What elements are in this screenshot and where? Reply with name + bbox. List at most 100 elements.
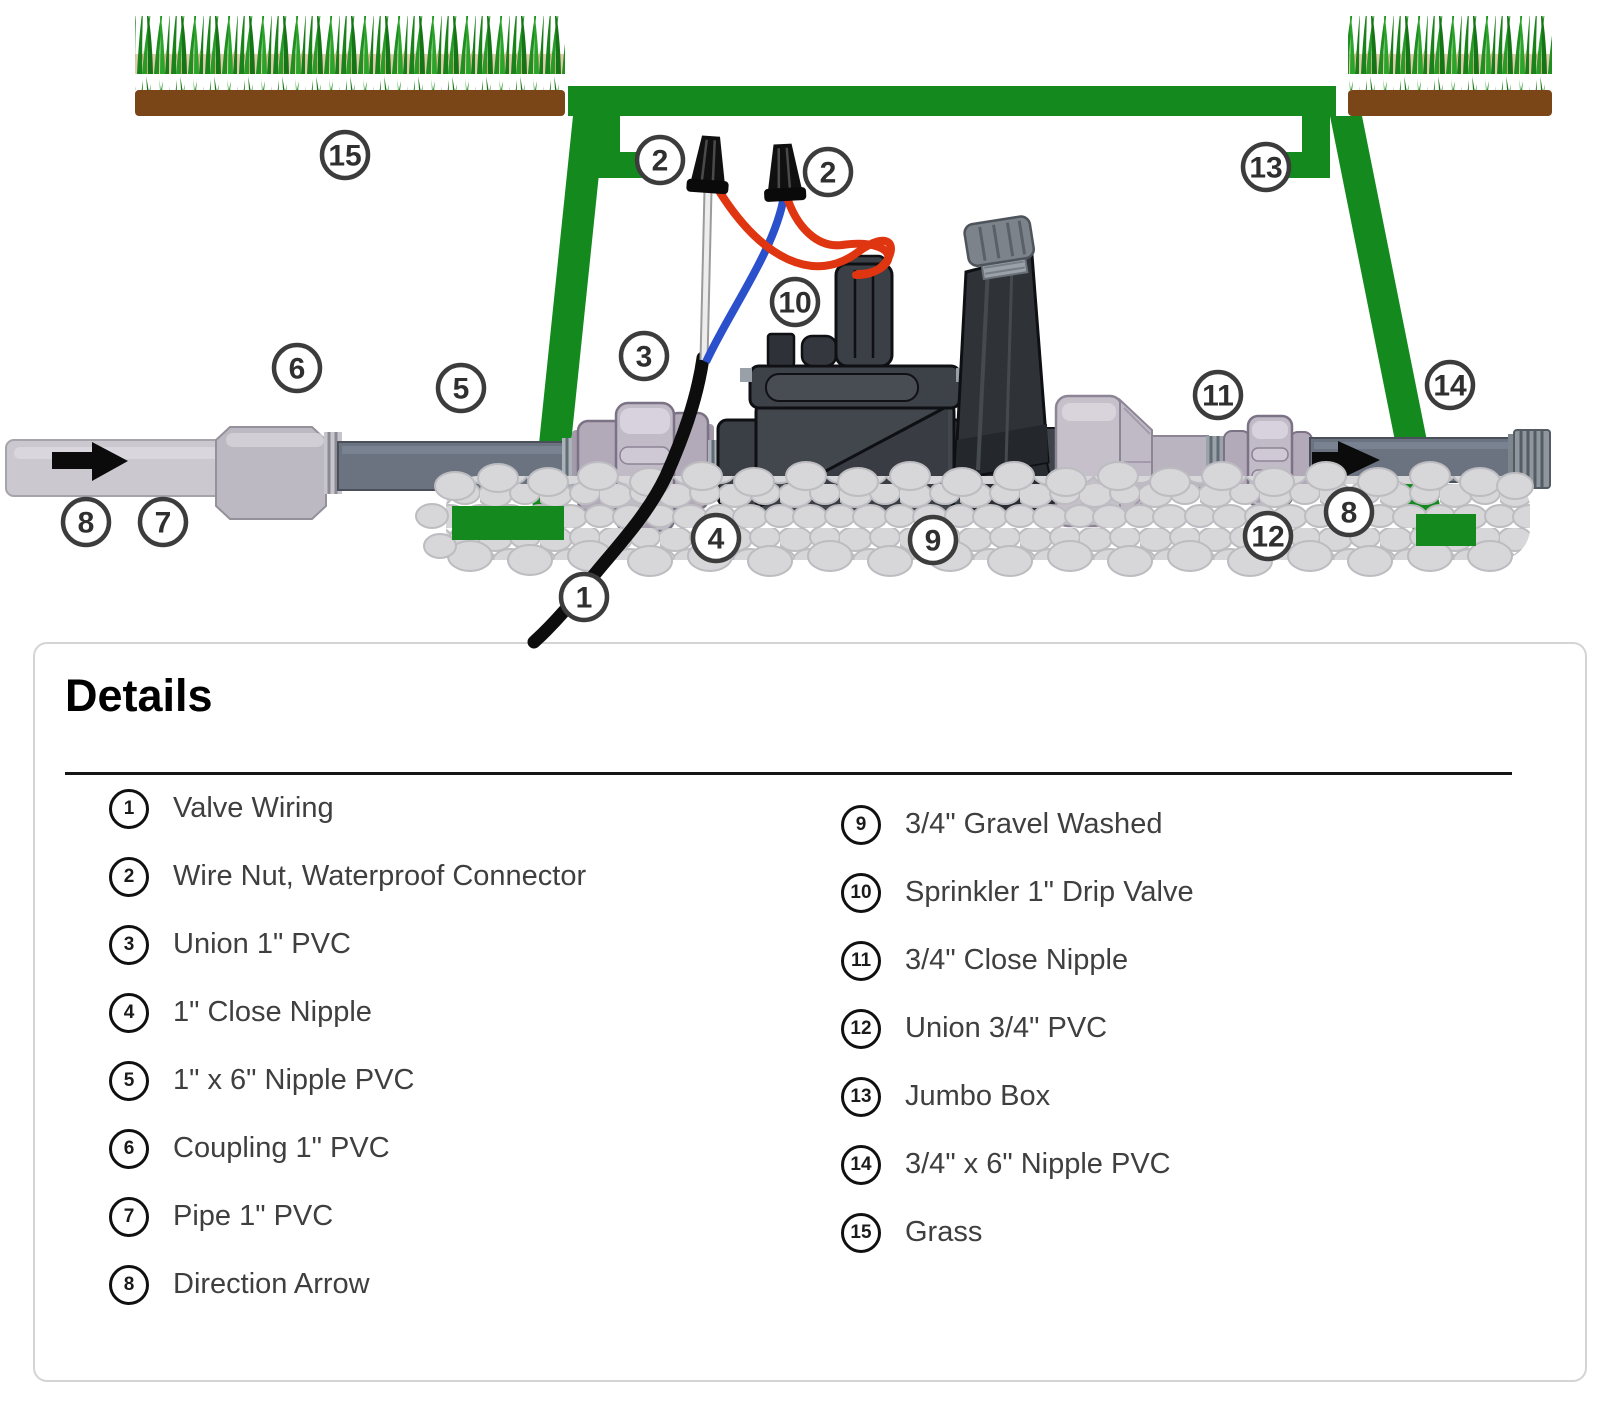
legend-column-left: 1 Valve Wiring 2 Wire Nut, Waterproof Conn…: [65, 775, 805, 1319]
callout-2-left: 2: [634, 134, 686, 186]
svg-text:6: 6: [289, 353, 306, 386]
callouts: 15 2 2 13 10 3 6 5 11 14 8 7 4 9 12 8 1: [60, 129, 1476, 623]
legend-number-badge: 13: [841, 1076, 881, 1117]
legend-number-badge: 14: [841, 1144, 881, 1185]
legend-item-2: 2 Wire Nut, Waterproof Connector: [109, 843, 805, 911]
callout-13: 13: [1240, 141, 1292, 193]
callout-1: 1: [558, 571, 610, 623]
details-title: Details: [65, 670, 213, 721]
legend-label: Union 1" PVC: [173, 928, 351, 961]
legend-columns: 1 Valve Wiring 2 Wire Nut, Waterproof Conn…: [65, 775, 1537, 1319]
legend-number-badge: 11: [841, 940, 881, 981]
callout-8-right: 8: [1323, 486, 1375, 538]
wire-blue: [702, 195, 788, 364]
legend-label: 3/4" Gravel Washed: [905, 808, 1163, 841]
legend-number-badge: 9: [841, 804, 881, 845]
legend-item-8: 8 Direction Arrow: [109, 1251, 805, 1319]
legend-label: Pipe 1" PVC: [173, 1200, 334, 1233]
legend-label: Union 3/4" PVC: [905, 1012, 1108, 1045]
box-lid: [568, 86, 1336, 116]
legend-number-badge: 12: [841, 1008, 881, 1049]
box-wall-left: [529, 116, 605, 540]
legend-item-10: 10 Sprinkler 1" Drip Valve: [841, 859, 1537, 927]
callout-3: 3: [618, 330, 670, 382]
svg-text:12: 12: [1251, 521, 1284, 554]
legend-item-7: 7 Pipe 1" PVC: [109, 1183, 805, 1251]
box-feet: [452, 506, 1476, 546]
callout-4: 4: [690, 512, 742, 564]
svg-text:9: 9: [925, 525, 942, 558]
svg-text:15: 15: [328, 140, 361, 173]
legend-item-12: 12 Union 3/4" PVC: [841, 995, 1537, 1063]
callout-9: 9: [907, 514, 959, 566]
legend-number-badge: 3: [109, 924, 149, 965]
callout-11: 11: [1192, 369, 1244, 421]
legend-label: 3/4" x 6" Nipple PVC: [905, 1148, 1171, 1181]
legend-item-13: 13 Jumbo Box: [841, 1063, 1537, 1131]
svg-text:8: 8: [78, 507, 95, 540]
legend-number-badge: 15: [841, 1212, 881, 1253]
callout-14: 14: [1424, 359, 1476, 411]
legend-label: Grass: [905, 1216, 983, 1249]
callout-8-left: 8: [60, 496, 112, 548]
svg-text:2: 2: [652, 145, 669, 178]
grass-patch-right: [1348, 16, 1552, 116]
callout-6: 6: [271, 342, 323, 394]
wire-nut-right: [764, 143, 807, 202]
legend-label: Direction Arrow: [173, 1268, 370, 1301]
svg-text:13: 13: [1249, 152, 1282, 185]
legend-number-badge: 5: [109, 1060, 149, 1101]
pipe-1in-pvc: [5, 439, 229, 497]
callout-2-right: 2: [802, 146, 854, 198]
legend-item-15: 15 Grass: [841, 1199, 1537, 1267]
svg-text:7: 7: [155, 507, 172, 540]
legend-label: Sprinkler 1" Drip Valve: [905, 876, 1194, 909]
legend-item-6: 6 Coupling 1" PVC: [109, 1115, 805, 1183]
legend-column-right: 9 3/4" Gravel Washed 10 Sprinkler 1" Drip …: [805, 791, 1537, 1319]
wire-white: [701, 189, 711, 361]
svg-text:4: 4: [708, 523, 725, 556]
legend-item-1: 1 Valve Wiring: [109, 775, 805, 843]
installation-diagram: 15 2 2 13 10 3 6 5 11 14 8 7 4 9 12 8 1: [5, 16, 1552, 649]
legend-label: Valve Wiring: [173, 792, 334, 825]
callout-15: 15: [319, 129, 371, 181]
svg-text:5: 5: [453, 373, 470, 406]
legend-item-11: 11 3/4" Close Nipple: [841, 927, 1537, 995]
callout-12: 12: [1242, 510, 1294, 562]
legend-item-9: 9 3/4" Gravel Washed: [841, 791, 1537, 859]
legend-item-4: 4 1" Close Nipple: [109, 979, 805, 1047]
legend-number-badge: 1: [109, 788, 149, 829]
svg-text:14: 14: [1433, 370, 1467, 403]
cone-cap: [963, 215, 1036, 281]
legend-label: Jumbo Box: [905, 1080, 1051, 1113]
svg-text:10: 10: [778, 287, 811, 320]
coupling-1in-pvc: [215, 426, 327, 520]
svg-text:8: 8: [1341, 497, 1358, 530]
svg-text:11: 11: [1202, 380, 1234, 413]
direction-arrow-left: [52, 442, 128, 481]
callout-7: 7: [137, 496, 189, 548]
svg-text:2: 2: [820, 157, 837, 190]
legend-number-badge: 4: [109, 992, 149, 1033]
svg-text:1: 1: [576, 582, 593, 615]
legend-item-3: 3 Union 1" PVC: [109, 911, 805, 979]
legend-number-badge: 2: [109, 856, 149, 897]
legend-number-badge: 10: [841, 872, 881, 913]
legend-label: 3/4" Close Nipple: [905, 944, 1129, 977]
wire-red-b: [782, 190, 893, 278]
wire-nut-left: [686, 135, 729, 195]
legend-label: Wire Nut, Waterproof Connector: [173, 860, 587, 893]
legend-number-badge: 8: [109, 1264, 149, 1305]
legend-label: 1" Close Nipple: [173, 996, 372, 1029]
callout-10: 10: [769, 276, 821, 328]
legend-label: Coupling 1" PVC: [173, 1132, 390, 1165]
grass-patch-left: [135, 16, 565, 116]
details-divider: [65, 771, 1512, 775]
legend-item-14: 14 3/4" x 6" Nipple PVC: [841, 1131, 1537, 1199]
callout-5: 5: [435, 362, 487, 414]
legend-number-badge: 6: [109, 1128, 149, 1169]
legend-number-badge: 7: [109, 1196, 149, 1237]
svg-text:3: 3: [636, 341, 653, 374]
